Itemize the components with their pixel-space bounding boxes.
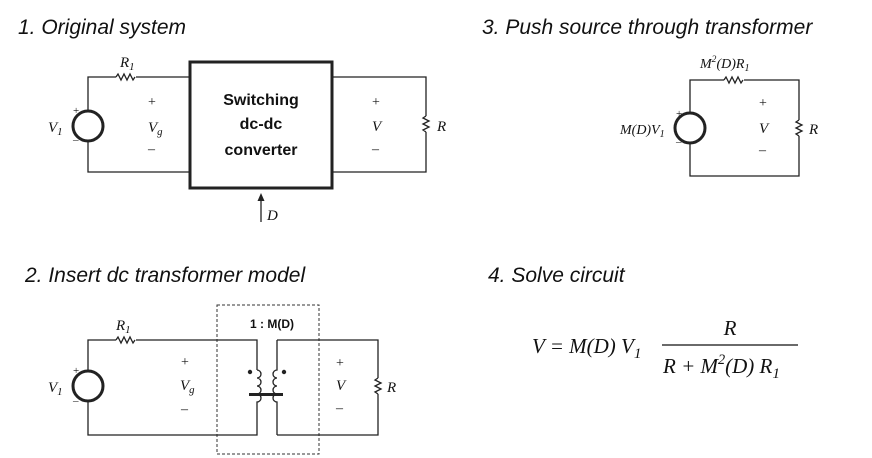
v1-plus-sign: + bbox=[73, 105, 79, 117]
step3-title: 3. Push source through transformer bbox=[482, 16, 813, 39]
label2-r: R bbox=[386, 380, 396, 396]
equation-numerator: R bbox=[723, 316, 737, 340]
solution-equation: V = M(D) V1 R R + M2(D) R1 bbox=[532, 316, 798, 382]
converter-label-line2: dc-dc bbox=[240, 116, 283, 133]
wire-right-bottom bbox=[332, 132, 427, 173]
wire3-left-top bbox=[689, 79, 724, 113]
v-plus-sign: + bbox=[372, 95, 380, 110]
wire-left-bottom bbox=[87, 141, 190, 173]
label2-vg: Vg bbox=[180, 378, 195, 396]
primary-dot bbox=[247, 369, 253, 375]
resistor3-m2r1 bbox=[723, 75, 744, 85]
wire-right-top bbox=[332, 76, 427, 116]
v2-minus-sign: – bbox=[335, 401, 344, 416]
v3-plus-sign: + bbox=[759, 96, 767, 111]
duty-arrow-head bbox=[257, 193, 265, 201]
label3-r: R bbox=[808, 122, 818, 138]
label2-v1: V1 bbox=[48, 380, 63, 398]
wire2-right-bottom bbox=[277, 394, 379, 436]
v-minus-sign: – bbox=[371, 142, 380, 157]
resistor-r1 bbox=[115, 72, 136, 82]
wire2-left-bottom bbox=[87, 401, 258, 436]
label2-r1: R1 bbox=[115, 318, 131, 336]
step4-title: 4. Solve circuit bbox=[488, 264, 626, 287]
label-r: R bbox=[436, 119, 446, 135]
secondary-dot bbox=[281, 369, 287, 375]
v1b-plus-sign: + bbox=[73, 365, 79, 377]
v2-plus-sign: + bbox=[336, 356, 344, 371]
secondary-winding bbox=[272, 340, 278, 435]
wire3-right-top bbox=[744, 79, 800, 120]
label2-v: V bbox=[336, 378, 347, 394]
label3-m2r1: M2(D)R1 bbox=[699, 55, 749, 74]
wire2-to-primary bbox=[136, 339, 258, 370]
label-vg: Vg bbox=[148, 120, 163, 138]
label3-mv1: M(D)V1 bbox=[619, 123, 665, 140]
turns-ratio-label: 1 : M(D) bbox=[250, 317, 294, 331]
equation-denominator: R + M2(D) R1 bbox=[662, 352, 780, 382]
resistor2-r1 bbox=[115, 335, 136, 345]
converter-box bbox=[188, 60, 334, 190]
label-d: D bbox=[266, 208, 278, 224]
source-v1 bbox=[71, 109, 105, 143]
wire-left-top bbox=[87, 76, 116, 111]
resistor-r bbox=[421, 115, 431, 133]
mv1-minus-sign: – bbox=[675, 136, 682, 148]
vg2-plus-sign: + bbox=[181, 355, 189, 370]
panel-pushed-source: M2(D)R1 + – M(D)V1 + V – R bbox=[619, 55, 818, 177]
converter-label-line3: converter bbox=[225, 142, 298, 159]
converter-label-line1: Switching bbox=[223, 92, 299, 109]
vg-minus-sign: – bbox=[147, 142, 156, 157]
primary-winding bbox=[256, 369, 262, 408]
vg2-minus-sign: – bbox=[180, 402, 189, 417]
label-v: V bbox=[372, 119, 383, 135]
vg-plus-sign: + bbox=[148, 95, 156, 110]
source3-mv1 bbox=[673, 111, 707, 145]
v1b-minus-sign: – bbox=[72, 395, 79, 407]
transformer-dashed-box bbox=[216, 304, 320, 455]
v1-minus-sign: – bbox=[72, 134, 79, 146]
equation-lhs: V = M(D) V1 bbox=[532, 334, 641, 362]
step2-title: 2. Insert dc transformer model bbox=[24, 264, 306, 287]
transformer-core bbox=[249, 393, 283, 396]
mv1-plus-sign: + bbox=[676, 108, 682, 120]
wire2-left-top bbox=[87, 339, 116, 371]
label3-v: V bbox=[759, 121, 770, 137]
resistor2-r bbox=[373, 377, 383, 395]
resistor3-r bbox=[794, 119, 804, 137]
panel-dc-transformer-model: R1 + – V1 + Vg – 1 : M(D) + V – R bbox=[48, 304, 396, 455]
label-r1: R1 bbox=[119, 55, 135, 73]
wire3-bottom bbox=[689, 136, 800, 177]
v3-minus-sign: – bbox=[758, 143, 767, 158]
source2-v1 bbox=[71, 369, 105, 403]
step1-title: 1. Original system bbox=[18, 16, 186, 39]
panel-original-system: R1 + – V1 + Vg – Switching dc-dc convert… bbox=[48, 55, 446, 224]
label-v1: V1 bbox=[48, 120, 63, 138]
wire2-right-top bbox=[277, 339, 379, 378]
